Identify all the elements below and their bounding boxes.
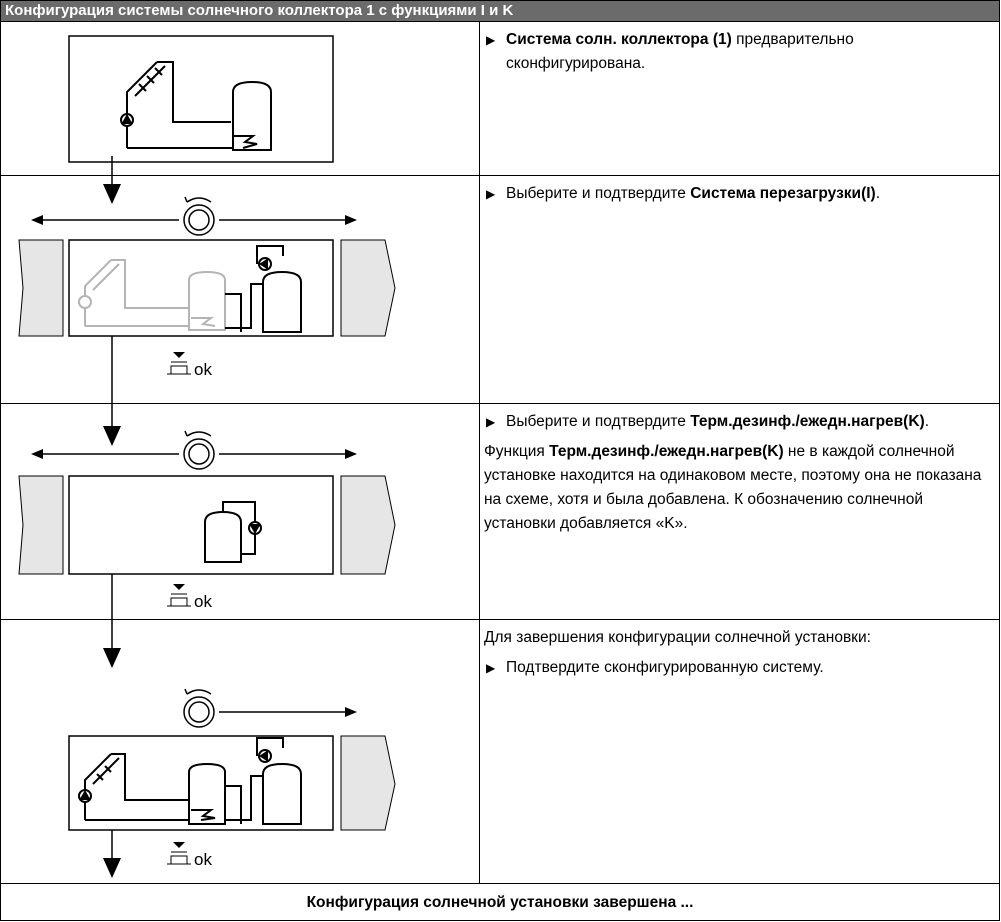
note-paragraph: Функция Терм.дезинф./ежедн.нагрев(K) не … (484, 440, 991, 536)
table-footer: Конфигурация солнечной установки заверше… (1, 883, 999, 921)
row-preconfigured: ▶ Система солн. коллектора (1) предварите… (1, 21, 999, 176)
diagram-reload-system: ok (1, 176, 480, 404)
step-text: Выберите и подтвердите (506, 185, 691, 202)
step-after: . (875, 185, 881, 202)
step-bold: Система солн. коллектора (1) (506, 31, 732, 48)
configured-system-icon (78, 737, 302, 825)
row-select-disinfection: ok ▶ Выберите и подтвердите Терм.дезинф./… (1, 403, 999, 620)
ok-label: ok (194, 592, 212, 611)
note-pre: Функция (484, 443, 550, 460)
step-text: Подтвердите сконфигурированную систему. (506, 659, 824, 676)
diagram-initial-system (1, 22, 480, 176)
bullet-arrow-icon: ▶ (486, 33, 496, 47)
ok-button-icon (167, 842, 191, 865)
step-after: . (924, 413, 930, 430)
diagram-final-system: ok (1, 620, 480, 884)
step-bold: Система перезагрузки(I) (690, 185, 876, 202)
row-confirm-system: ok Для завершения конфигурации солнечной… (1, 619, 999, 884)
left-right-arrow-icon (31, 449, 357, 459)
table-header: Конфигурация системы солнечного коллекто… (1, 1, 999, 21)
row-text: ▶ Выберите и подтвердите Система перезагр… (484, 176, 991, 206)
instruction-step: ▶ Выберите и подтвердите Терм.дезинф./еже… (484, 410, 991, 434)
intro-text: Для завершения конфигурации солнечной ус… (484, 629, 871, 646)
step-text: Выберите и подтвердите (506, 413, 691, 430)
bullet-arrow-icon: ▶ (486, 661, 496, 675)
left-right-arrow-icon (31, 215, 357, 225)
row-text: ▶ Система солн. коллектора (1) предварите… (484, 22, 991, 76)
reload-pump-icon (225, 245, 302, 333)
diagram-disinfection: ok (1, 404, 480, 620)
disinfection-pump-icon (204, 501, 262, 563)
ok-label: ok (194, 360, 212, 379)
note-post: не в каждой солнечной установке находитс… (484, 443, 982, 532)
rotary-knob-icon (183, 196, 215, 236)
right-arrow-icon (219, 707, 357, 717)
solar-system-icon (120, 61, 272, 151)
instruction-step: ▶ Подтвердите сконфигурированную систему. (484, 656, 991, 680)
ok-button-icon (167, 584, 191, 607)
rotary-knob-icon (183, 688, 215, 728)
instruction-step: ▶ Система солн. коллектора (1) предварите… (484, 28, 991, 76)
rotary-knob-icon (183, 430, 215, 470)
ok-label: ok (194, 850, 212, 869)
instruction-step: ▶ Выберите и подтвердите Система перезагр… (484, 182, 991, 206)
row-text: Для завершения конфигурации солнечной ус… (484, 620, 991, 680)
bullet-arrow-icon: ▶ (486, 415, 496, 429)
row-text: ▶ Выберите и подтвердите Терм.дезинф./еже… (484, 404, 991, 536)
faded-solar-icon (78, 259, 226, 331)
row-select-reload: ok ▶ Выберите и подтвердите Система перез… (1, 175, 999, 404)
step-text: предварительно сконфигурирована. (506, 31, 854, 72)
bullet-arrow-icon: ▶ (486, 187, 496, 201)
note-bold: Терм.дезинф./ежедн.нагрев(K) (549, 443, 784, 460)
ok-button-icon (167, 352, 191, 375)
step-bold: Терм.дезинф./ежедн.нагрев(K) (690, 413, 925, 430)
